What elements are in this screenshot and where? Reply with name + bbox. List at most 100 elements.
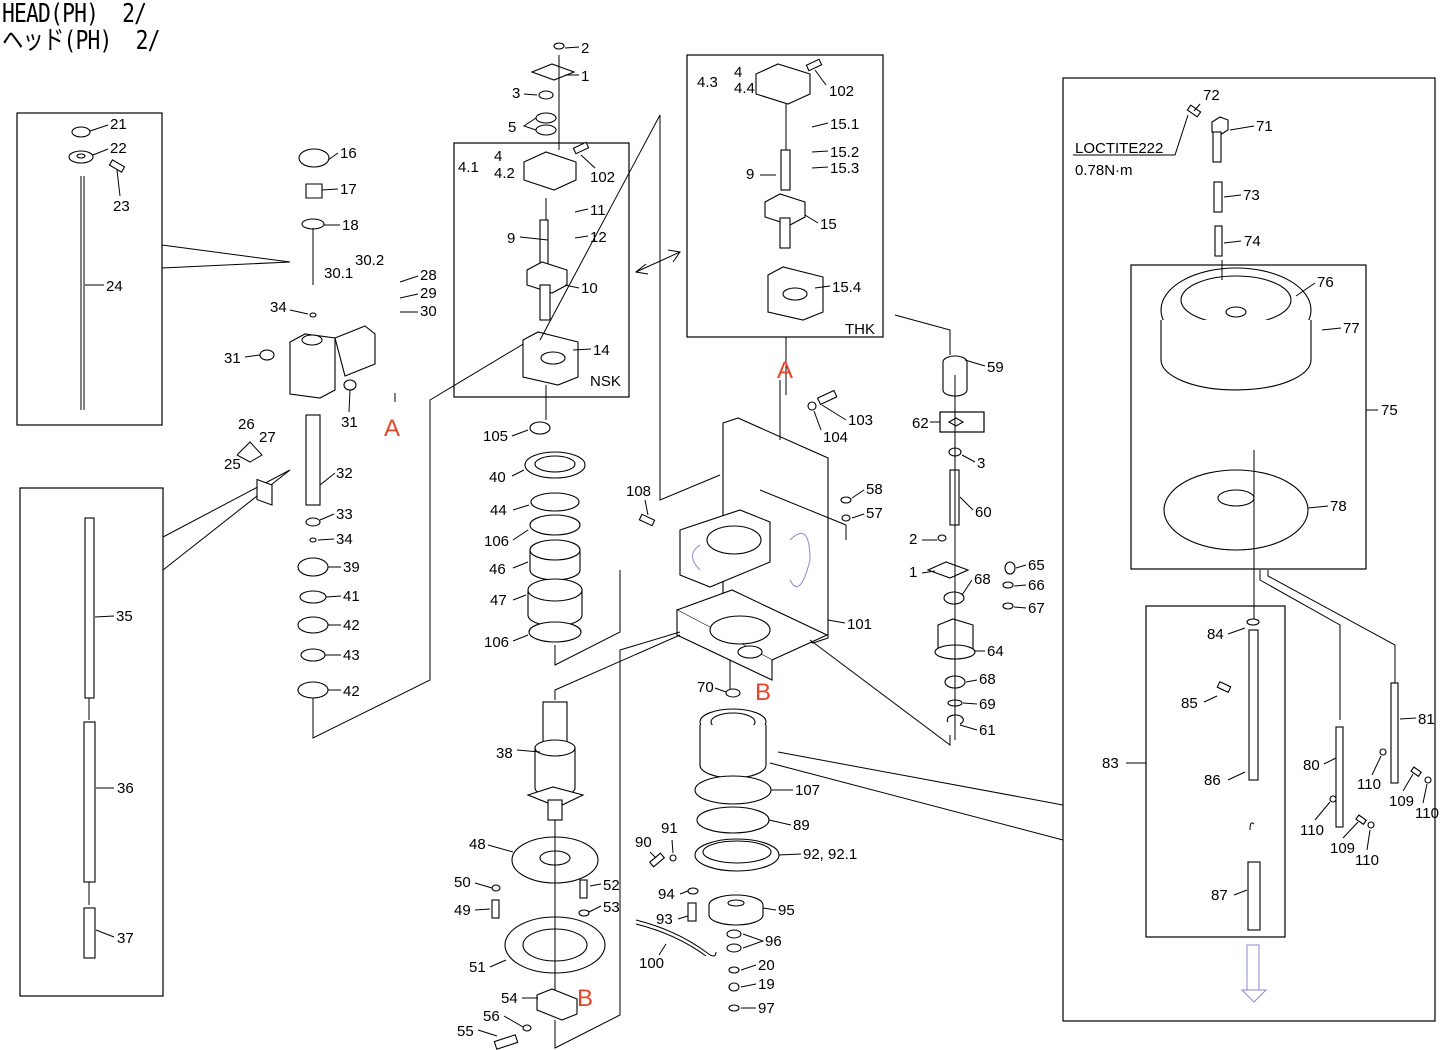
label-part-110-a: 110	[1357, 776, 1381, 793]
label-part-4-2: 4.2	[494, 165, 515, 182]
label-part-102-nsk: 102	[590, 169, 615, 186]
swap-arrow	[635, 251, 681, 273]
detail-box-right-assembly	[1062, 77, 1436, 1022]
label-part-66: 66	[1028, 577, 1045, 594]
label-part-22: 22	[110, 140, 127, 157]
label-part-15-1: 15.1	[830, 116, 859, 133]
label-part-9-thk: 9	[746, 166, 754, 183]
label-part-80: 80	[1303, 757, 1320, 774]
diagram-title-japanese: ヘッド(PH) 2/	[2, 26, 160, 56]
label-part-20: 20	[758, 957, 775, 974]
label-part-104: 104	[823, 429, 848, 446]
nsk-label: NSK	[590, 373, 621, 390]
part-frame-101	[539, 114, 951, 746]
part-group-linear-bearing	[522, 42, 824, 420]
label-part-97: 97	[758, 1000, 775, 1017]
label-part-4-1: 4.1	[458, 159, 479, 176]
label-part-30: 30	[420, 303, 437, 320]
label-part-33: 33	[336, 506, 353, 523]
label-part-18: 18	[342, 217, 359, 234]
part-group-drive-column	[926, 355, 1016, 740]
label-part-56: 56	[483, 1008, 500, 1025]
label-part-44: 44	[490, 502, 507, 519]
label-part-2-drive: 2	[909, 531, 917, 548]
label-part-5: 5	[508, 119, 516, 136]
label-part-78: 78	[1330, 498, 1347, 515]
label-part-1-top: 1	[581, 68, 589, 85]
part-group-rotary-head	[635, 688, 780, 1012]
label-part-107: 107	[795, 782, 820, 799]
label-part-101: 101	[847, 616, 872, 633]
label-part-54: 54	[501, 990, 518, 1007]
label-part-92-92-1: 92, 92.1	[803, 846, 857, 863]
swap-arrow-head-left	[634, 263, 649, 275]
label-part-85: 85	[1181, 695, 1198, 712]
thk-label: THK	[845, 321, 875, 338]
leader-B-to-right-box-top	[777, 751, 1064, 806]
label-part-86: 86	[1204, 772, 1221, 789]
label-part-24: 24	[106, 278, 123, 295]
label-part-64: 64	[987, 643, 1004, 660]
label-part-4-nsk: 4	[494, 148, 502, 165]
part-group-bearing-stack	[524, 421, 621, 666]
label-part-67: 67	[1028, 600, 1045, 617]
label-part-34-top: 34	[270, 299, 287, 316]
label-part-96: 96	[765, 933, 782, 950]
label-part-95: 95	[778, 902, 795, 919]
label-part-50: 50	[454, 874, 471, 891]
label-part-17: 17	[340, 181, 357, 198]
label-part-59: 59	[987, 359, 1004, 376]
label-part-9-nsk: 9	[507, 230, 515, 247]
label-part-109-b: 109	[1330, 840, 1355, 857]
part-group-left-column	[68, 126, 541, 959]
label-part-74: 74	[1244, 233, 1261, 250]
label-part-93: 93	[656, 911, 673, 928]
label-part-89: 89	[793, 817, 810, 834]
label-part-83: 83	[1102, 755, 1119, 772]
label-part-60: 60	[975, 504, 992, 521]
detail-box-rods-35-37	[19, 487, 164, 997]
label-part-51: 51	[469, 959, 486, 976]
label-part-103: 103	[848, 412, 873, 429]
leader-B-to-right-box-bottom	[769, 762, 1064, 841]
torque-label: 0.78N·m	[1075, 162, 1133, 179]
label-part-37: 37	[117, 930, 134, 947]
label-part-30-2: 30.2	[355, 252, 384, 269]
label-part-110-b: 110	[1415, 805, 1439, 822]
label-part-68-top: 68	[974, 571, 991, 588]
detail-box-rod-24	[16, 112, 163, 426]
label-part-75: 75	[1381, 402, 1398, 419]
label-part-62: 62	[912, 415, 929, 432]
label-part-73: 73	[1243, 187, 1260, 204]
label-part-35: 35	[116, 608, 133, 625]
label-part-39: 39	[343, 559, 360, 576]
label-part-42-top: 42	[343, 617, 360, 634]
label-part-30-1: 30.1	[324, 265, 353, 282]
label-part-109-a: 109	[1389, 793, 1414, 810]
label-part-15-4: 15.4	[832, 279, 861, 296]
thk-option-box	[686, 54, 884, 338]
label-part-29: 29	[420, 285, 437, 302]
label-part-94: 94	[658, 886, 675, 903]
label-part-68-bottom: 68	[979, 671, 996, 688]
part-number-labels: 21 22 23 24 16 17 18 30.1 30.2 28 29 30 …	[106, 40, 1439, 1040]
label-part-11: 11	[590, 202, 606, 219]
label-part-21: 21	[110, 116, 127, 133]
label-part-49: 49	[454, 902, 471, 919]
label-part-28: 28	[420, 267, 437, 284]
assembly-box-83	[1145, 605, 1286, 938]
label-part-15-2: 15.2	[830, 144, 859, 161]
diagram-title-english: HEAD(PH) 2/	[2, 0, 147, 29]
label-part-72: 72	[1203, 87, 1220, 104]
reference-letter-a-left: A	[384, 415, 400, 442]
label-part-23: 23	[113, 198, 130, 215]
label-part-1-drive: 1	[909, 564, 917, 581]
label-part-31-left: 31	[224, 350, 241, 367]
label-part-69: 69	[979, 696, 996, 713]
nsk-option-box	[453, 142, 630, 398]
reference-letter-a-center: A	[777, 357, 793, 384]
label-part-47: 47	[490, 592, 507, 609]
label-part-65: 65	[1028, 557, 1045, 574]
label-part-53: 53	[603, 899, 620, 916]
label-part-31-right: 31	[341, 414, 358, 431]
